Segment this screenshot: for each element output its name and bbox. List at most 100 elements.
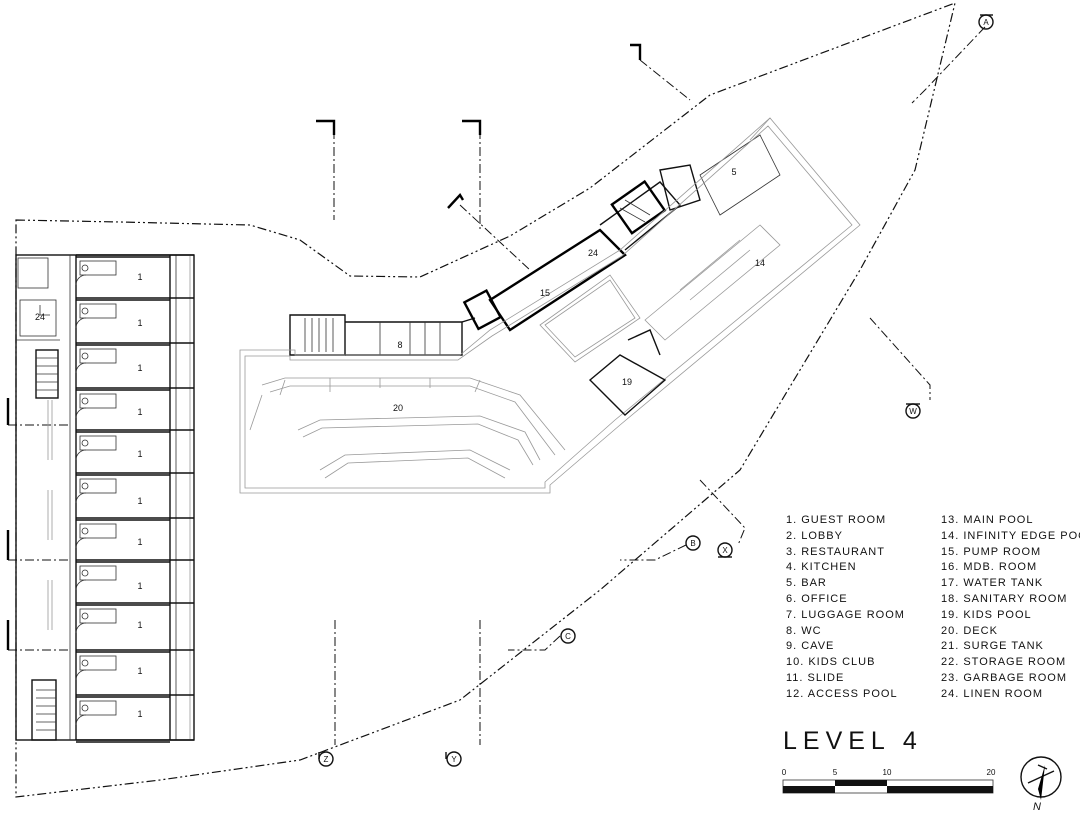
room-label: 1 [137,537,142,547]
legend-item: 22. STORAGE ROOM [941,656,1067,669]
door-swing [75,407,87,419]
room-divider [76,429,194,433]
legend-item: 18. SANITARY ROOM [941,592,1068,605]
pump-room-label: 15 [540,288,550,298]
scale-label: 5 [832,768,838,777]
room-divider [76,739,194,743]
site-boundary [15,2,956,798]
legend-column-1: 1. GUEST ROOM 2. LOBBY 3. RESTAURANT 4. … [786,513,905,703]
section-lines [6,26,986,745]
door-swing [75,622,87,634]
door-swing [75,317,87,329]
basin [81,704,89,712]
door-swing [75,579,87,591]
legend-item: 9. CAVE [786,640,835,653]
bathroom [79,478,117,494]
deck-bands [249,377,566,479]
legend-item: 17. WATER TANK [941,577,1044,590]
scale-bar [782,779,994,794]
legend-item: 19. KIDS POOL [941,608,1032,621]
bathroom [79,565,117,581]
room-divider [76,387,194,391]
bathroom [79,303,117,319]
bathroom [79,523,117,539]
kids-pool [588,329,667,416]
bathroom [79,700,117,716]
north-arrow-icon [1020,756,1062,800]
legend-item: 7. LUGGAGE ROOM [786,608,905,621]
door-swing [75,362,87,374]
basin [81,569,89,577]
legend-item: 3. RESTAURANT [786,545,885,558]
main-pool [539,274,641,363]
kids-pool-label: 19 [622,377,632,387]
basin [81,264,89,272]
basin [81,612,89,620]
room-label: 1 [137,666,142,676]
basin [81,527,89,535]
svg-text:X: X [722,546,728,555]
legend-item: 16. MDB. ROOM [941,561,1038,574]
north-label: N [1033,801,1041,813]
bathroom [79,655,117,671]
room-divider [76,254,194,258]
level-title: LEVEL 4 [783,727,923,755]
svg-text:A: A [983,18,989,27]
door-swing [75,537,87,549]
svg-text:W: W [909,407,917,416]
door-swing [75,449,87,461]
link-building [289,134,781,356]
linen-room-label: 24 [588,248,598,258]
svg-text:Y: Y [451,755,457,764]
legend-item: 21. SURGE TANK [941,640,1044,653]
legend-item: 10. KIDS CLUB [786,656,876,669]
legend-item: 8. WC [786,624,822,637]
room-divider [76,342,194,346]
wc-label: 8 [397,340,402,350]
room-label: 1 [137,709,142,719]
legend-item: 15. PUMP ROOM [941,545,1042,558]
door-swing [75,492,87,504]
deck-label: 20 [393,403,403,413]
guest-room-wing [15,254,195,741]
room-label: 1 [137,581,142,591]
svg-text:B: B [690,539,695,548]
section-marker-y: Y [445,751,462,767]
room-divider [76,517,194,521]
basin [81,659,89,667]
room-divider [76,297,194,301]
legend-column-2: 13. MAIN POOL 14. INFINITY EDGE POOL 15.… [941,513,1080,703]
basin [81,397,89,405]
bathroom [79,393,117,409]
basin [81,439,89,447]
legend-item: 20. DECK [941,624,998,637]
legend-item: 5. BAR [786,577,827,590]
room-label: 1 [137,620,142,630]
door-swing [75,669,87,681]
room-label: 1 [137,272,142,282]
bathroom [79,348,117,364]
room-label: 1 [137,318,142,328]
bathroom [79,608,117,624]
room-label: 1 [137,363,142,373]
basin [81,307,89,315]
legend-item: 24. LINEN ROOM [941,687,1044,700]
legend-item: 14. INFINITY EDGE POOL [941,529,1080,542]
room-label: 1 [137,496,142,506]
bathroom [79,260,117,276]
legend-item: 11. SLIDE [786,671,845,684]
room-divider [76,559,194,563]
section-marker-z: Z [318,751,334,767]
svg-text:Z: Z [324,755,329,764]
room-label: 1 [137,407,142,417]
room-dividers [75,254,194,743]
scale-label: 10 [882,768,892,777]
section-marker-a: A [978,14,994,30]
basin [81,352,89,360]
legend-item: 4. KITCHEN [786,561,857,574]
section-marker-c: C [560,628,576,644]
bathroom [79,435,117,451]
room-divider [76,602,194,606]
infinity-pool [644,224,781,341]
